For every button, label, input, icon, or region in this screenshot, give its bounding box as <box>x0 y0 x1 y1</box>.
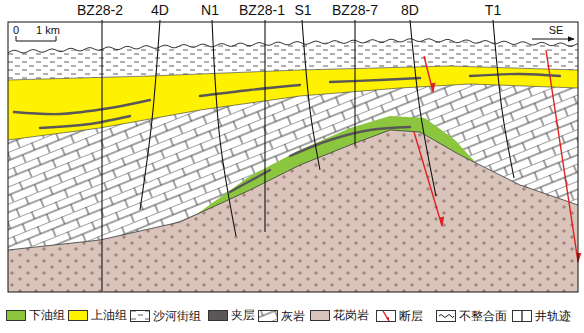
interlayer <box>470 74 560 76</box>
well-trajectory <box>140 20 160 210</box>
well-name: BZ28-2 <box>77 3 123 17</box>
well-trajectory <box>264 20 265 232</box>
scale-length: 1 km <box>36 25 60 36</box>
legend-item: 断层 <box>376 309 423 323</box>
legend-sample <box>130 309 150 323</box>
interlayer <box>40 116 130 128</box>
well-name: 4D <box>151 3 169 17</box>
fault <box>414 132 442 226</box>
legend-sample <box>512 309 532 323</box>
interlayer <box>230 170 270 192</box>
well-name: 8D <box>401 3 419 17</box>
legend-text: 上油组 <box>91 309 127 321</box>
well-trajectory <box>410 20 436 196</box>
legend-sample <box>376 309 396 323</box>
legend-text: 花岗岩 <box>333 309 369 321</box>
legend-item: 沙河街组 <box>130 309 201 323</box>
well-name: T1 <box>485 3 501 17</box>
lower-oil-group <box>190 116 476 217</box>
well-trajectory <box>302 20 320 170</box>
shahejie-formation <box>8 40 578 80</box>
well-name: N1 <box>201 3 219 17</box>
well-trajectory <box>212 20 236 236</box>
frame <box>8 22 578 292</box>
legend-text: 灰岩 <box>281 310 305 322</box>
well-name: BZ28-1 <box>239 3 285 17</box>
unconformity <box>8 39 578 53</box>
direction-arrow <box>532 39 574 40</box>
legend-swatch <box>310 310 330 321</box>
legend-swatch <box>68 310 88 321</box>
scale-bar <box>16 36 56 41</box>
scale-zero: 0 <box>13 25 19 36</box>
legend-text: 井轨迹 <box>535 310 571 322</box>
legend-text: 不整合面 <box>459 310 507 322</box>
layer-boundary <box>8 66 578 80</box>
legend-item: 夹层 <box>208 309 255 321</box>
legend-item: 上油组 <box>68 309 127 321</box>
legend-sample <box>258 309 278 323</box>
fault <box>424 56 433 92</box>
strata <box>8 20 578 292</box>
well-trajectory <box>493 20 514 178</box>
legend-sample <box>436 309 456 323</box>
legend-item: 下油组 <box>6 309 65 321</box>
well-trajectory <box>101 20 102 291</box>
well-name: BZ28-7 <box>332 3 378 17</box>
well-name: S1 <box>294 3 311 17</box>
well-trajectory <box>354 20 355 146</box>
interlayer <box>14 100 150 114</box>
legend-text: 下油组 <box>29 309 65 321</box>
legend-item: 不整合面 <box>436 309 507 323</box>
legend-item: 灰岩 <box>258 309 305 323</box>
legend-text: 沙河街组 <box>153 310 201 322</box>
legend-item: 井轨迹 <box>512 309 571 323</box>
interlayer <box>290 127 410 156</box>
legend-text: 断层 <box>399 310 423 322</box>
legend-swatch <box>208 310 228 321</box>
legend-text: 夹层 <box>231 309 255 321</box>
layer-boundary <box>8 84 578 140</box>
granite-top <box>8 130 578 250</box>
legend-item: 花岗岩 <box>310 309 369 321</box>
legend-swatch <box>6 310 26 321</box>
interlayer <box>330 78 420 82</box>
direction-label: SE <box>549 25 564 36</box>
fault <box>546 50 578 262</box>
